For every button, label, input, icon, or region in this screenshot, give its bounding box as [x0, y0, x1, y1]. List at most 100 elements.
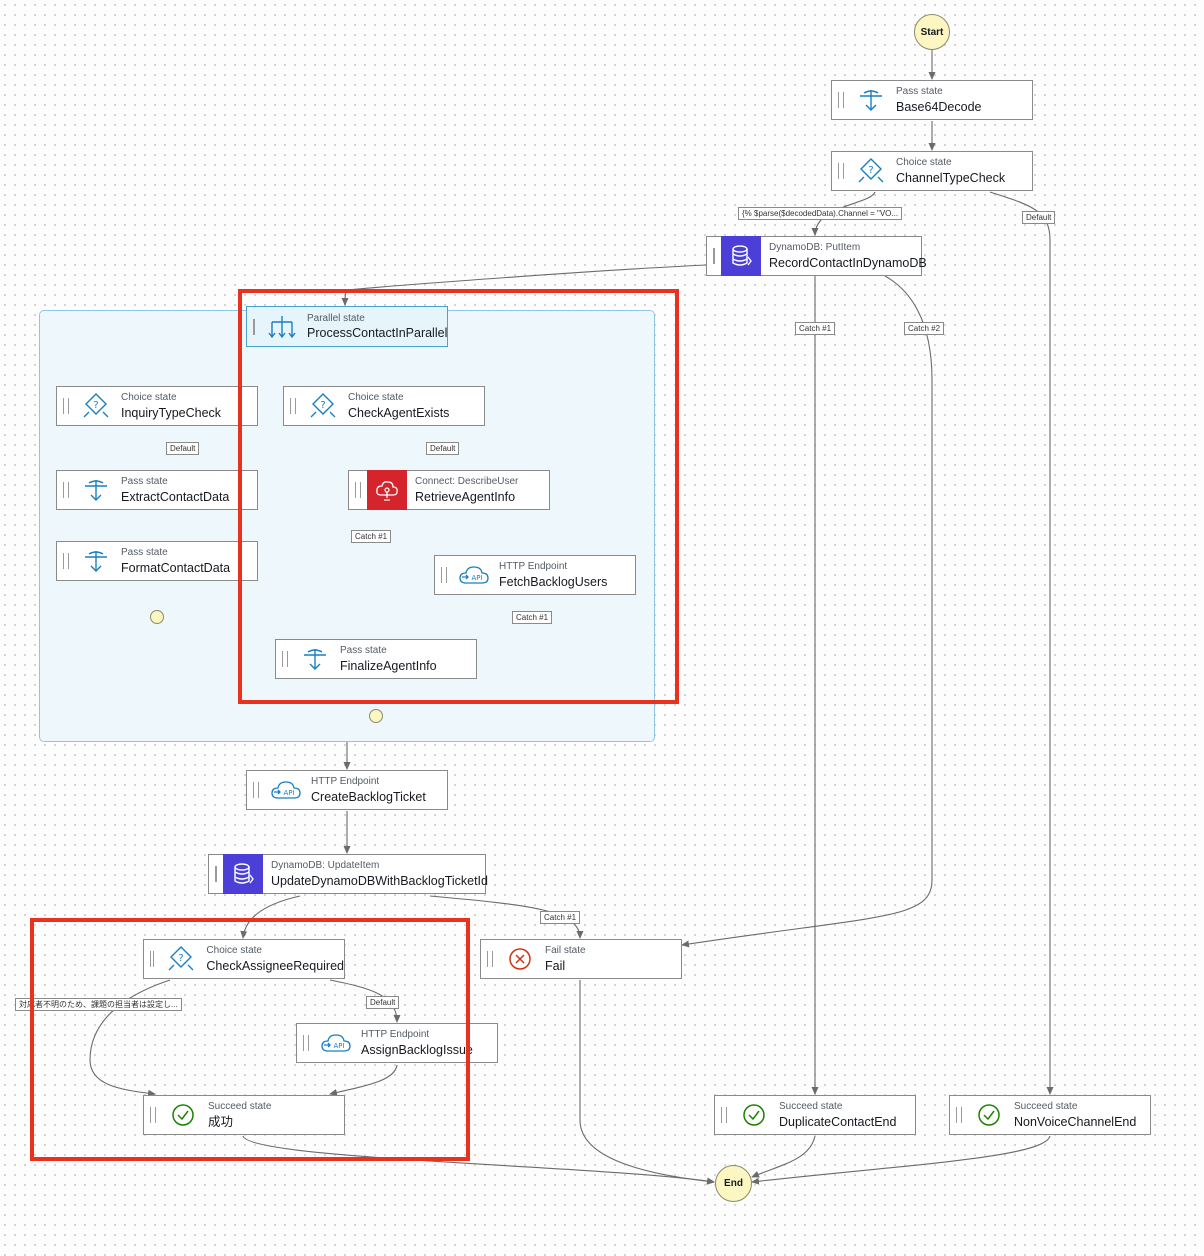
start-node[interactable]: Start [914, 14, 950, 50]
state-name: ChannelTypeCheck [896, 170, 1006, 185]
pass-state-icon [854, 83, 888, 117]
state-type-label: HTTP Endpoint [311, 776, 380, 788]
edge-label-inquiry-default[interactable]: Default [166, 442, 200, 455]
choice-state-icon: ? [854, 154, 888, 188]
edge-nonvoice-end [751, 1135, 1051, 1185]
choice-state-icon: ? [79, 389, 113, 423]
pass-state-icon [79, 473, 113, 507]
edge-label-fetch-catch[interactable]: Catch #1 [512, 611, 553, 624]
edge-label-record-catch1[interactable]: Catch #1 [795, 322, 836, 335]
svg-text:?: ? [93, 400, 98, 411]
state-name: RecordContactInDynamoDB [769, 255, 927, 270]
drag-handle[interactable] [487, 951, 493, 967]
state-name: UpdateDynamoDBWithBacklogTicketId [271, 873, 488, 888]
edge-label-assignee-condition[interactable]: 対応者不明のため、課題の担当者は設定し... [15, 998, 182, 1011]
pass-state-icon [79, 544, 113, 578]
edge-label-update-catch[interactable]: Catch #1 [540, 911, 581, 924]
drag-handle[interactable] [956, 1107, 962, 1123]
state-type-label: Pass state [340, 645, 387, 657]
svg-text:?: ? [320, 400, 325, 411]
drag-handle[interactable] [838, 92, 844, 108]
edge-label-assignee-default[interactable]: Default [366, 996, 400, 1009]
drag-handle[interactable] [253, 318, 255, 335]
branch-end-circle-left [150, 610, 164, 624]
drag-handle[interactable] [721, 1107, 727, 1123]
state-name: ProcessContactInParallel [307, 326, 448, 341]
drag-handle[interactable] [441, 567, 447, 583]
edge-channel-nonvoice [989, 191, 1054, 1095]
state-type-label: Choice state [896, 157, 952, 169]
svg-text:?: ? [179, 953, 184, 964]
edge-record-fail [681, 275, 933, 948]
state-name: FinalizeAgentInfo [340, 658, 437, 673]
state-type-label: DynamoDB: PutItem [769, 242, 861, 254]
state-type-label: Choice state [206, 945, 262, 957]
highlight-box-assignee [30, 918, 470, 1161]
edge-success-end [242, 1135, 715, 1185]
check-circle-icon [166, 1098, 200, 1132]
state-type-label: Connect: DescribeUser [415, 476, 519, 488]
drag-handle[interactable] [150, 951, 155, 967]
state-name: CheckAssigneeRequired [206, 958, 344, 973]
drag-handle[interactable] [253, 782, 259, 798]
state-name: AssignBacklogIssue [361, 1042, 473, 1057]
drag-handle[interactable] [355, 482, 361, 498]
api-cloud-icon: API [319, 1026, 353, 1060]
drag-handle[interactable] [150, 1107, 156, 1123]
end-node[interactable]: End [715, 1165, 752, 1202]
drag-handle[interactable] [303, 1035, 309, 1051]
svg-text:API: API [471, 574, 482, 582]
check-circle-icon [737, 1098, 771, 1132]
edge-label-agent-default[interactable]: Default [426, 442, 460, 455]
state-type-label: Succeed state [208, 1101, 272, 1113]
svg-text:API: API [283, 789, 294, 797]
state-name: FetchBacklogUsers [499, 574, 608, 589]
drag-handle[interactable] [63, 398, 69, 414]
state-type-label: Pass state [121, 476, 168, 488]
svg-text:?: ? [868, 165, 873, 176]
edge-update-fail [429, 895, 584, 939]
edge-label-channel-condition[interactable]: {% $parse($decodedData).Channel = "VO... [738, 207, 903, 220]
drag-handle[interactable] [282, 651, 288, 667]
check-circle-icon [972, 1098, 1006, 1132]
edge-checkassignee-assign [329, 979, 401, 1023]
edge-label-record-catch2[interactable]: Catch #2 [904, 322, 945, 335]
drag-handle[interactable] [713, 248, 715, 264]
state-type-label: HTTP Endpoint [361, 1029, 430, 1041]
state-name: RetrieveAgentInfo [415, 489, 516, 504]
branch-end-circle-right [369, 709, 383, 723]
drag-handle[interactable] [63, 553, 69, 569]
edge-label-channel-default[interactable]: Default [1022, 211, 1056, 224]
drag-handle[interactable] [215, 866, 217, 882]
state-type-label: Choice state [121, 392, 177, 404]
dynamodb-icon [223, 854, 263, 894]
drag-handle[interactable] [290, 398, 296, 414]
pass-state-icon [298, 642, 332, 676]
edge-assign-success [329, 1064, 398, 1096]
choice-state-icon: ? [306, 389, 340, 423]
drag-handle[interactable] [838, 163, 844, 179]
drag-handle[interactable] [63, 482, 69, 498]
edge-label-retrieve-catch[interactable]: Catch #1 [351, 530, 392, 543]
state-name: FormatContactData [121, 560, 231, 575]
state-type-label: Fail state [545, 945, 586, 957]
